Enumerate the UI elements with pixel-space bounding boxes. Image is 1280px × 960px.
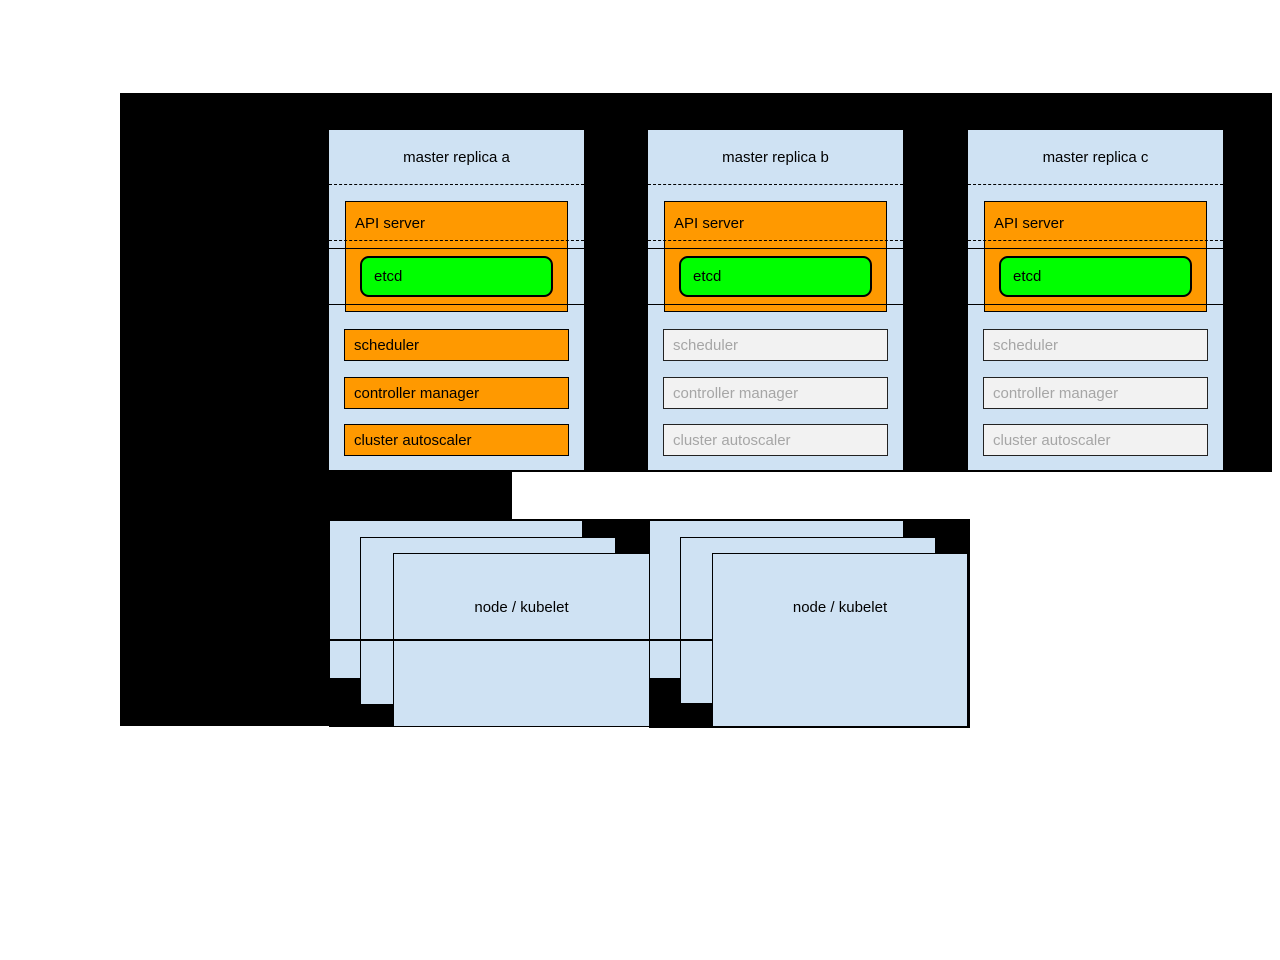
master-replica-a-box: master replica a API server etcd schedul… bbox=[328, 129, 585, 471]
node-kubelet-label: node / kubelet bbox=[474, 598, 569, 616]
divider-solid bbox=[329, 248, 584, 249]
etcd-box: etcd bbox=[999, 256, 1192, 297]
controller-manager-box: controller manager bbox=[983, 377, 1208, 409]
master-replica-a-title: master replica a bbox=[403, 148, 510, 166]
divider-solid bbox=[648, 304, 903, 305]
scheduler-box: scheduler bbox=[344, 329, 569, 361]
scheduler-box: scheduler bbox=[983, 329, 1208, 361]
master-replica-c-title: master replica c bbox=[1042, 148, 1149, 166]
api-server-label: API server bbox=[994, 215, 1065, 232]
cluster-autoscaler-box: cluster autoscaler bbox=[663, 424, 888, 456]
divider-solid bbox=[968, 248, 1223, 249]
divider-dashed bbox=[329, 240, 584, 241]
scheduler-box: scheduler bbox=[663, 329, 888, 361]
divider-dashed bbox=[329, 184, 584, 185]
master-replica-c-box: master replica c API server etcd schedul… bbox=[967, 129, 1224, 471]
master-replica-b-box: master replica b API server etcd schedul… bbox=[647, 129, 904, 471]
divider-solid bbox=[968, 304, 1223, 305]
divider-dashed bbox=[968, 184, 1223, 185]
api-server-label: API server bbox=[355, 215, 426, 232]
cluster-autoscaler-box: cluster autoscaler bbox=[344, 424, 569, 456]
divider-dashed bbox=[648, 184, 903, 185]
etcd-box: etcd bbox=[360, 256, 553, 297]
divider-solid bbox=[648, 248, 903, 249]
node-divider-line bbox=[329, 639, 712, 641]
controller-manager-box: controller manager bbox=[344, 377, 569, 409]
divider-dashed bbox=[968, 240, 1223, 241]
controller-manager-box: controller manager bbox=[663, 377, 888, 409]
node-kubelet-label: node / kubelet bbox=[792, 598, 888, 616]
etcd-box: etcd bbox=[679, 256, 872, 297]
divider-dashed bbox=[648, 240, 903, 241]
master-replica-b-title: master replica b bbox=[722, 148, 829, 166]
cluster-autoscaler-box: cluster autoscaler bbox=[983, 424, 1208, 456]
node-stack-2-front-box: node / kubelet bbox=[712, 553, 968, 727]
divider-solid bbox=[329, 304, 584, 305]
api-server-label: API server bbox=[674, 215, 745, 232]
